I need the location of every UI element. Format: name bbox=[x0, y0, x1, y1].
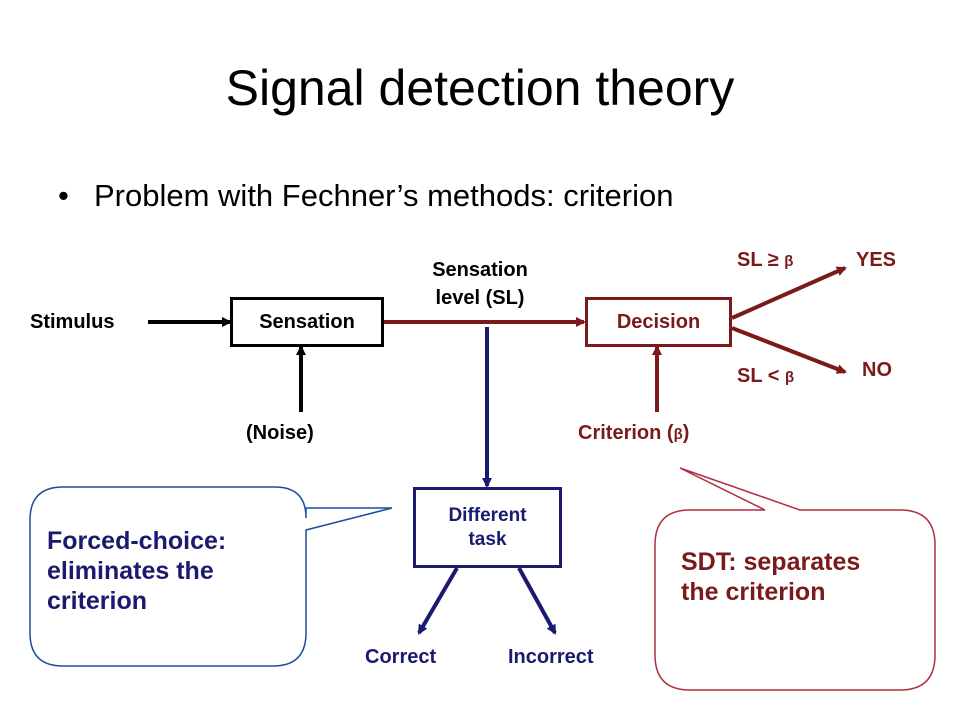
sl-lt-label: SL < β bbox=[737, 364, 794, 390]
yes-arrow bbox=[731, 266, 847, 320]
forced-choice-bubble bbox=[29, 486, 393, 667]
sensation-box: Sensation bbox=[230, 297, 384, 347]
task-box-line1: Different bbox=[448, 504, 527, 526]
sdt-line2: the criterion bbox=[681, 578, 826, 606]
criterion-close: ) bbox=[682, 422, 690, 444]
sdt-bubble bbox=[654, 467, 936, 691]
forced-choice-line2: eliminates the bbox=[47, 557, 214, 585]
noise-label: (Noise) bbox=[246, 422, 314, 444]
bullet-item: • Problem with Fechner’s methods: criteri… bbox=[58, 176, 673, 216]
sl-lt-beta: β bbox=[785, 369, 795, 386]
sensation-level-line2: level (SL) bbox=[435, 287, 525, 309]
sensation-level-label: Sensation level (SL) bbox=[405, 256, 555, 312]
bullet-dot: • bbox=[58, 178, 69, 213]
sdt-line1: SDT: separates bbox=[681, 548, 861, 576]
task-box: Different task bbox=[413, 487, 562, 568]
forced-choice-line3: criterion bbox=[47, 587, 148, 615]
criterion-beta: β bbox=[673, 426, 683, 443]
sensation-level-line1: Sensation bbox=[432, 259, 528, 281]
decision-box-label: Decision bbox=[616, 311, 701, 333]
decision-box: Decision bbox=[585, 297, 732, 347]
forced-choice-text: Forced-choice: eliminates the criterion bbox=[47, 526, 226, 616]
slide-title: Signal detection theory bbox=[225, 60, 735, 116]
correct-label: Correct bbox=[365, 646, 437, 668]
criterion-label: Criterion (β) bbox=[578, 421, 689, 447]
correct-arrow bbox=[417, 566, 459, 635]
forced-choice-line1: Forced-choice: bbox=[47, 527, 227, 555]
criterion-text: Criterion ( bbox=[578, 422, 674, 444]
sl-ge-beta: β bbox=[784, 253, 794, 270]
sl-lt-text: SL < bbox=[737, 365, 785, 387]
sensation-box-label: Sensation bbox=[259, 311, 355, 333]
sl-ge-label: SL ≥ β bbox=[737, 248, 793, 274]
no-label: NO bbox=[862, 359, 892, 381]
stimulus-label: Stimulus bbox=[30, 311, 115, 333]
incorrect-arrow bbox=[517, 567, 557, 635]
bullet-text: Problem with Fechner’s methods: criterio… bbox=[94, 178, 674, 213]
task-box-line2: task bbox=[468, 528, 507, 550]
yes-label: YES bbox=[856, 249, 897, 271]
incorrect-label: Incorrect bbox=[508, 646, 594, 668]
sl-ge-text: SL ≥ bbox=[737, 249, 785, 271]
sdt-text: SDT: separates the criterion bbox=[681, 547, 860, 607]
no-arrow bbox=[731, 326, 847, 374]
